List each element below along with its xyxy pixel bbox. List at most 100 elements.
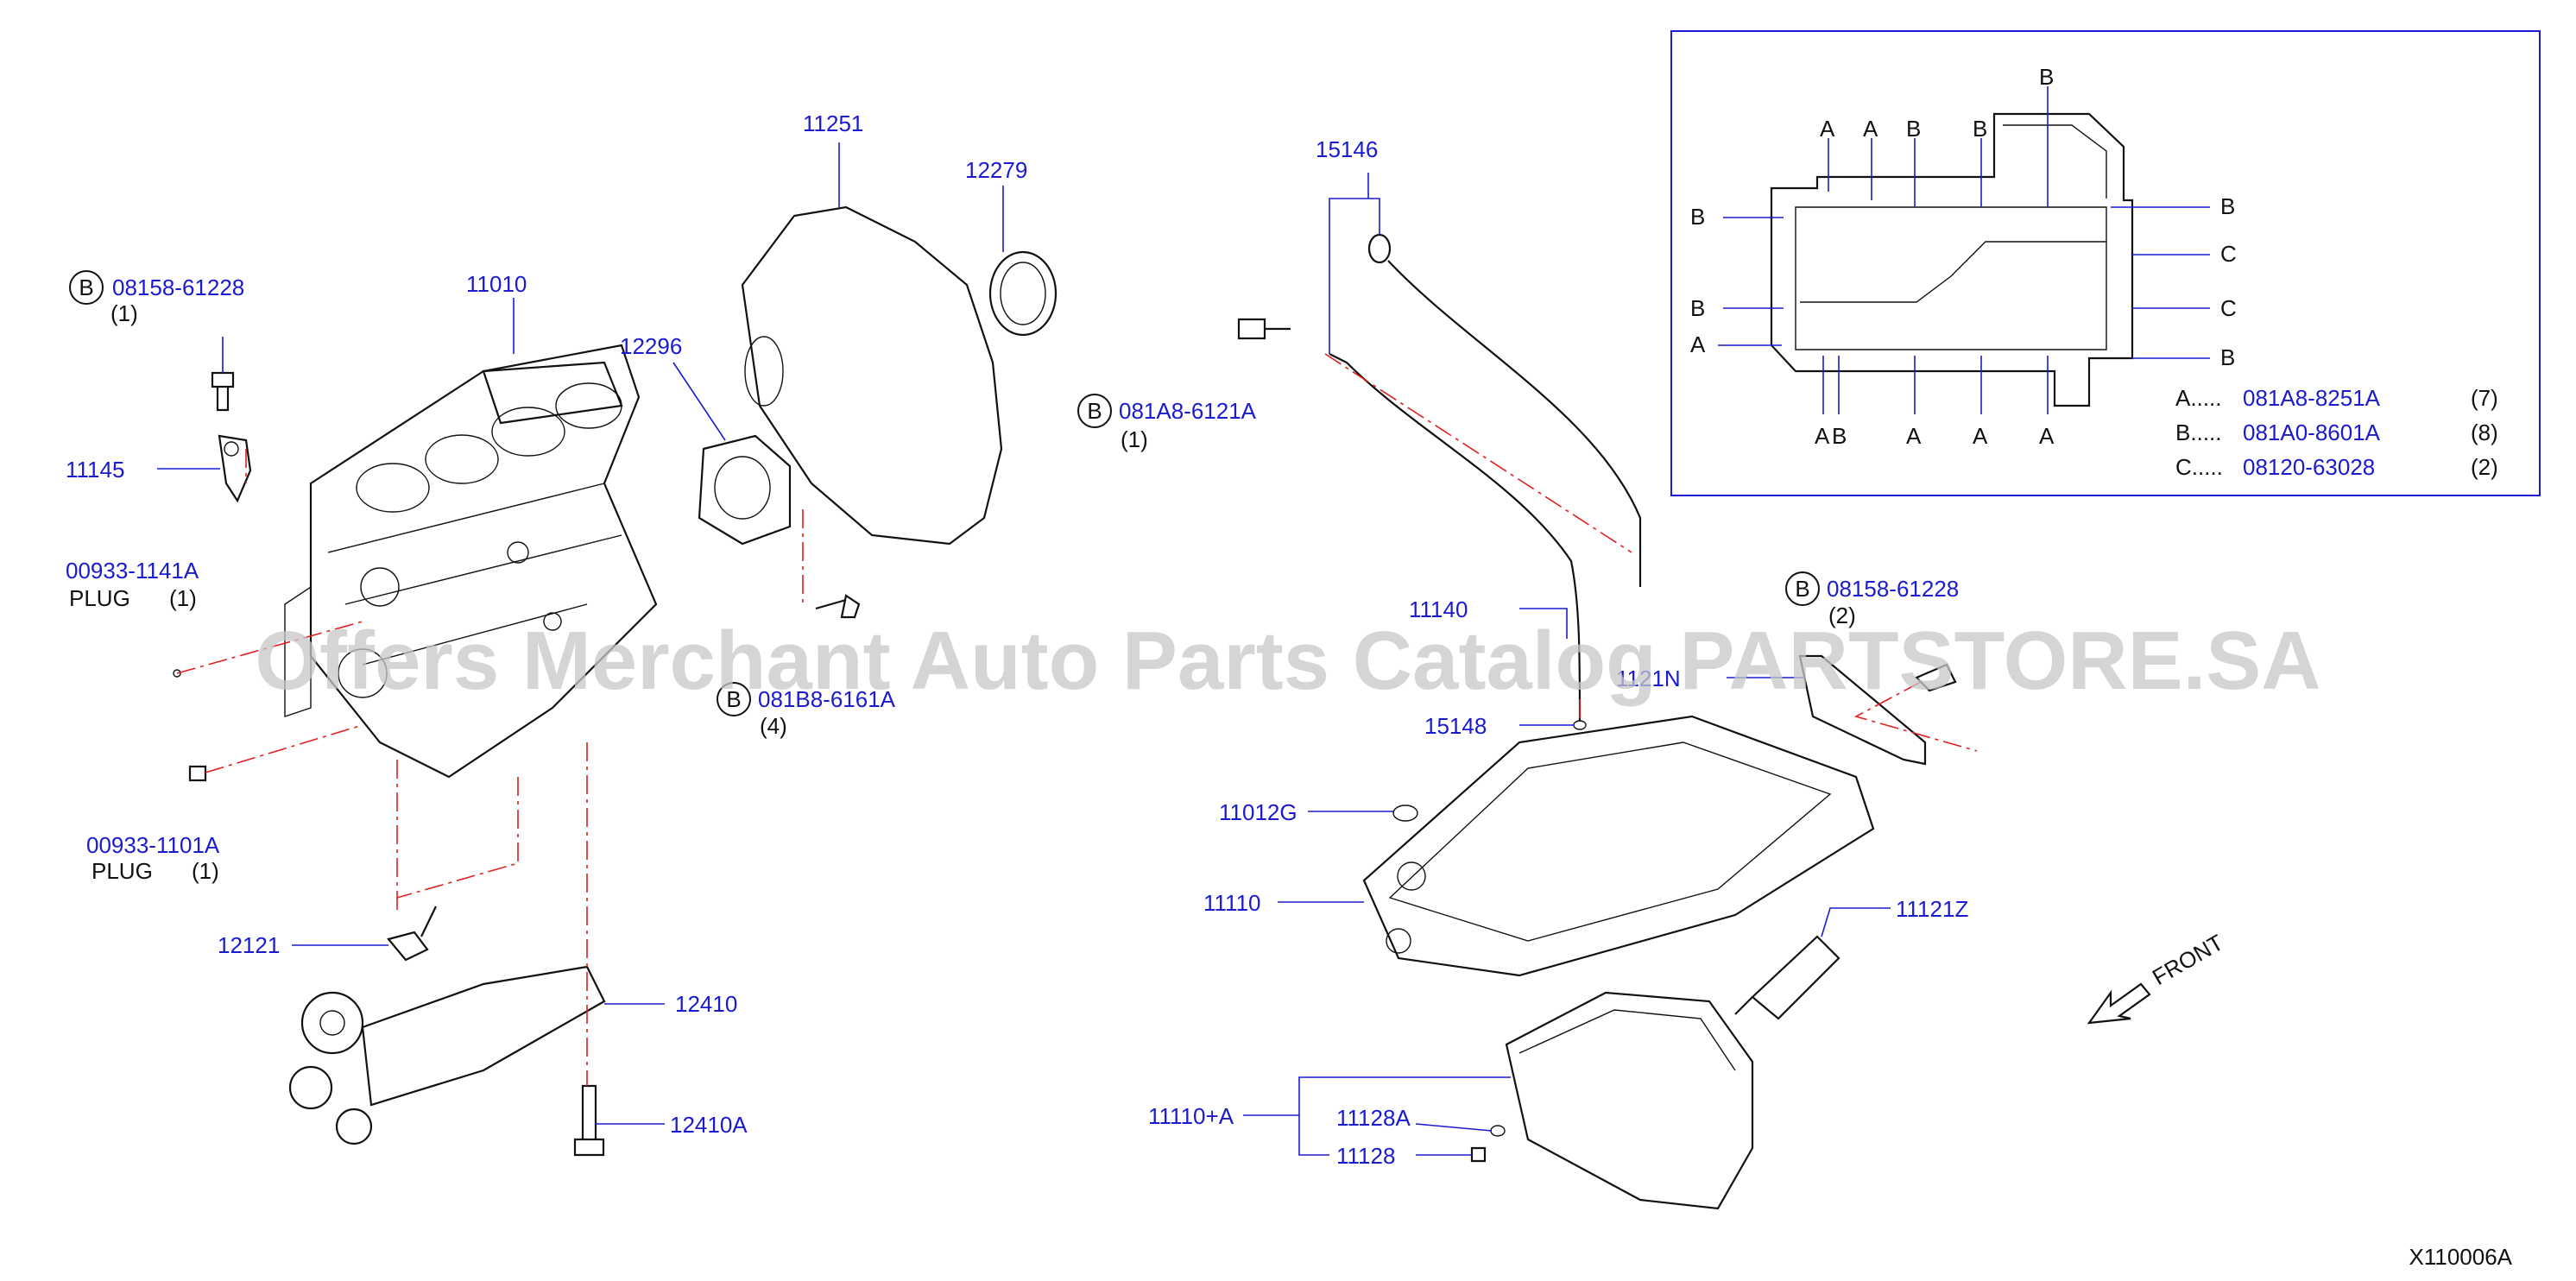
callout-12279: 12279 [965, 157, 1027, 183]
part-name: PLUG [69, 585, 130, 611]
bolt-08158-right-drawing [1915, 663, 1957, 692]
inset-right-letter: B [2220, 344, 2235, 370]
part-number: 00933-1141A [66, 558, 199, 584]
part-number: 081A8-6121A [1119, 398, 1257, 424]
callout-11251: 11251 [803, 110, 863, 136]
bolt-081B8-drawing [815, 594, 861, 619]
quantity: (1) [192, 858, 219, 884]
callout-12121: 12121 [218, 932, 280, 958]
oil-pan-outline [1770, 112, 2134, 407]
inset-top-letter: A [1863, 116, 1878, 142]
legend-key: A..... [2175, 385, 2221, 411]
part-number: 08158-61228 [112, 274, 244, 300]
b-circle-icon [1785, 571, 1820, 606]
baffle-1121N-drawing [1798, 654, 1927, 766]
lower-oil-pan-drawing [1505, 991, 1754, 1210]
quantity: (1) [1121, 426, 1148, 452]
callout-11140: 11140 [1409, 596, 1468, 622]
legend-part: 08120-63028 [2243, 454, 2375, 480]
callout-1121N: 1121N [1616, 666, 1681, 691]
part-name: PLUG [92, 858, 153, 884]
sensor-11145-drawing [218, 434, 252, 503]
inset-bottom-letter: B [1832, 423, 1847, 449]
inset-left-letter: A [1690, 331, 1706, 357]
part-number: 08158-61228 [1827, 576, 1959, 602]
callout-00933-1101A: 00933-1101A PLUG (1) [86, 832, 220, 884]
callout-15146: 15146 [1316, 136, 1378, 162]
b-circle-icon [69, 270, 104, 305]
legend-part: 081A8-8251A [2243, 385, 2381, 411]
inset-right-letter: C [2220, 241, 2237, 267]
oring-15148-drawing [1573, 720, 1587, 730]
callout-11110-plus-a: 11110+A [1148, 1103, 1234, 1129]
oil-pan-tab [2003, 124, 2107, 199]
front-arrow-icon [2087, 982, 2151, 1025]
part-number: 00933-1101A [86, 832, 220, 858]
b-circle-icon [717, 682, 751, 716]
upper-oil-pan-11110-drawing [1362, 715, 1875, 977]
b-marker: B [1087, 398, 1102, 424]
callout-11128A: 11128A [1336, 1105, 1411, 1131]
leader-lines [157, 142, 1891, 1156]
inset-right-letter: B [2220, 193, 2235, 219]
legend-key: B..... [2175, 420, 2221, 445]
front-label: FRONT [2148, 929, 2228, 990]
callout-15148: 15148 [1424, 713, 1487, 739]
inset-legend: A..... 081A8-8251A (7) B..... 081A0-8601… [2175, 385, 2498, 480]
inset-left-letter: B [1690, 204, 1705, 230]
oil-seal-12279-drawing [988, 250, 1058, 337]
oil-pump-12410-drawing [288, 906, 606, 1145]
quantity: (2) [1828, 603, 1856, 628]
callout-081A8-6121A: B 081A8-6121A (1) [1077, 394, 1257, 452]
legend-qty: (2) [2471, 454, 2498, 480]
callout-00933-1141A: 00933-1141A PLUG (1) [66, 558, 199, 611]
sealant-11121Z-drawing [1734, 935, 1840, 1020]
callout-08158-61228-top: B 08158-61228 (1) [69, 270, 244, 326]
inset-bottom-letter: A [2039, 423, 2055, 449]
dipstick-guide-11140-drawing [1237, 318, 1582, 722]
inset-frame [1670, 30, 2541, 496]
dipstick-15146-drawing [1367, 233, 1642, 587]
seal-11012G-drawing [1392, 805, 1418, 822]
callout-11128: 11128 [1336, 1143, 1395, 1169]
b-marker: B [1795, 576, 1809, 602]
inset-bottom-letter: A [1815, 423, 1830, 449]
callout-12410: 12410 [675, 991, 737, 1017]
quantity: (1) [110, 300, 138, 326]
assembly-guide-lines [176, 353, 1978, 1086]
callout-11110: 11110 [1203, 890, 1261, 916]
inset-top-letter: B [2039, 64, 2054, 90]
front-arrow: FRONT [2087, 929, 2228, 1025]
b-marker: B [79, 274, 93, 300]
bolt-08158-drawing [211, 371, 235, 412]
oil-pan-inner [1795, 206, 2107, 350]
quantity: (4) [760, 713, 787, 739]
part-number: 081B8-6161A [758, 686, 896, 712]
callout-11010: 11010 [466, 271, 527, 297]
plug-drawings [173, 669, 207, 782]
legend-part: 081A0-8601A [2243, 420, 2381, 445]
bolt-location-inset: A A B B B A B A A A B B A B C C B A.....… [1670, 30, 2541, 496]
bolt-12410A-drawing [573, 1084, 605, 1157]
legend-key: C..... [2175, 454, 2223, 480]
callout-11121Z: 11121Z [1896, 896, 1968, 922]
inset-bottom-letter: A [1973, 423, 1988, 449]
legend-qty: (8) [2471, 420, 2498, 445]
b-marker: B [726, 686, 741, 712]
b-circle-icon [1077, 394, 1112, 428]
callout-11012G: 11012G [1219, 799, 1297, 825]
inset-bottom-letter: A [1906, 423, 1922, 449]
callout-11145: 11145 [66, 457, 124, 483]
cylinder-block-drawing [284, 344, 658, 779]
callout-12296: 12296 [620, 333, 682, 359]
quantity: (1) [169, 585, 197, 611]
inset-left-letter: B [1690, 295, 1705, 321]
callout-081B8-6161A: B 081B8-6161A (4) [717, 682, 896, 739]
diagram-code: X110006A [2409, 1244, 2512, 1270]
callout-12410A: 12410A [670, 1112, 748, 1138]
inset-top-letter: B [1906, 116, 1921, 142]
rear-oil-seal-12296-drawing [698, 434, 792, 546]
legend-qty: (7) [2471, 385, 2498, 411]
rear-plate-11251-drawing [741, 205, 1003, 546]
